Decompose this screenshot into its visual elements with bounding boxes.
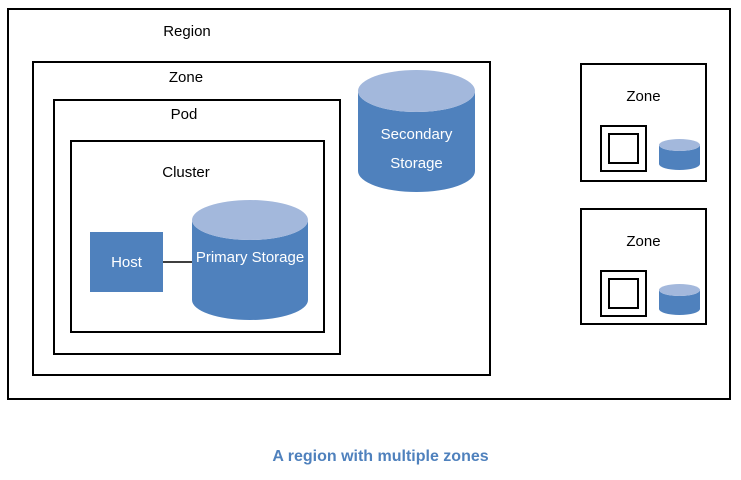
cylinder-icon	[358, 70, 475, 192]
nested-squares-icon	[600, 270, 647, 317]
host-label: Host	[111, 253, 142, 271]
zone-small-1-label: Zone	[626, 88, 661, 105]
pod-box	[53, 99, 341, 355]
cylinder-icon	[192, 200, 308, 320]
host-storage-connector	[163, 261, 192, 263]
primary-storage-label: Primary Storage	[195, 249, 305, 266]
nested-squares-icon	[600, 125, 647, 172]
primary-storage-cylinder: Primary Storage	[192, 200, 308, 320]
secondary-storage-cylinder: Secondary Storage	[358, 70, 475, 192]
inner-square	[608, 133, 639, 164]
region-box	[7, 8, 731, 400]
zone-box	[32, 61, 491, 376]
zone-small-1-box: Zone	[580, 63, 707, 182]
host-box: Host	[90, 232, 163, 292]
cluster-box	[70, 140, 325, 333]
region-label: Region	[163, 23, 211, 40]
small-storage-cylinder-icon	[659, 139, 700, 170]
figure-caption: A region with multiple zones	[272, 448, 489, 465]
zone-small-2-box: Zone	[580, 208, 707, 325]
secondary-storage-label: Secondary Storage	[380, 126, 453, 172]
zone-small-2-label: Zone	[626, 233, 661, 250]
cluster-label: Cluster	[162, 164, 210, 181]
small-storage-cylinder-icon	[659, 284, 700, 315]
inner-square	[608, 278, 639, 309]
pod-label: Pod	[170, 106, 198, 123]
zone-label: Zone	[168, 69, 204, 86]
